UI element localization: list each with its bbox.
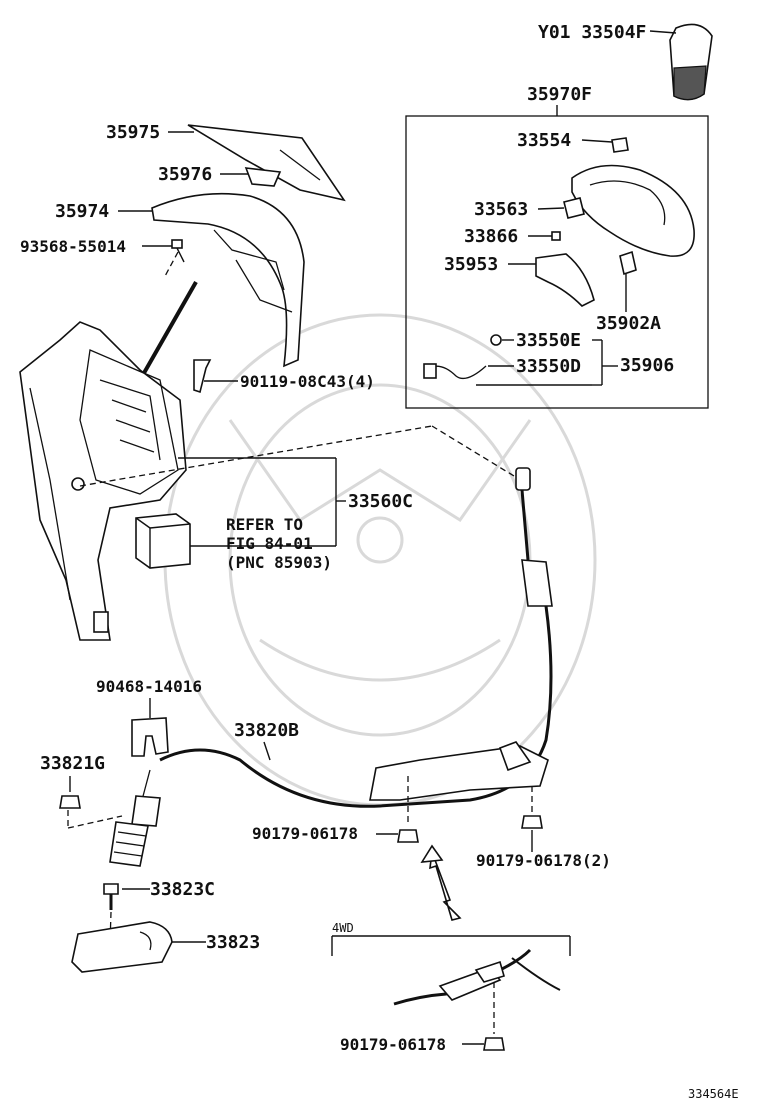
module-part xyxy=(135,513,191,569)
knob-assembly-parts xyxy=(423,137,695,380)
label-refer-fig: FIG 84-01 xyxy=(226,534,313,553)
label-33823: 33823 xyxy=(206,932,260,953)
label-90179-06178-c: 90179-06178 xyxy=(340,1035,446,1054)
assembly-box-35970f xyxy=(405,115,709,409)
label-33560c: 33560C xyxy=(348,491,413,512)
label-33821g: 33821G xyxy=(40,753,105,774)
shift-lever-housing xyxy=(19,281,198,641)
label-90468-14016: 90468-14016 xyxy=(96,677,202,696)
label-90119-08c43: 90119-08C43(4) xyxy=(240,372,375,391)
label-33563: 33563 xyxy=(474,199,528,220)
4wd-cable-part xyxy=(393,948,561,1006)
figure-id: 334564E xyxy=(688,1087,739,1101)
label-33820b: 33820B xyxy=(234,720,299,741)
label-35906: 35906 xyxy=(620,355,674,376)
label-35974: 35974 xyxy=(55,201,109,222)
label-33554: 33554 xyxy=(517,130,571,151)
console-trim-parts xyxy=(151,124,346,368)
label-93568-55014: 93568-55014 xyxy=(20,237,126,256)
label-35970f: 35970F xyxy=(527,84,592,105)
label-33823c: 33823C xyxy=(150,879,215,900)
label-90179-06178-2: 90179-06178(2) xyxy=(476,851,611,870)
label-35953: 35953 xyxy=(444,254,498,275)
label-33504f: Y01 33504F xyxy=(538,22,646,43)
label-33550e: 33550E xyxy=(516,330,581,351)
arrow-up-icon xyxy=(420,844,462,921)
shift-cable-part xyxy=(109,467,553,867)
label-refer-pnc: (PNC 85903) xyxy=(226,553,332,572)
label-33866: 33866 xyxy=(464,226,518,247)
shift-knob-part xyxy=(649,23,713,101)
label-4wd: 4WD xyxy=(332,921,354,935)
label-35975: 35975 xyxy=(106,122,160,143)
label-35902a: 35902A xyxy=(596,313,661,334)
label-refer-to: REFER TO xyxy=(226,515,303,534)
label-35976: 35976 xyxy=(158,164,212,185)
label-90179-06178-a: 90179-06178 xyxy=(252,824,358,843)
label-33550d: 33550D xyxy=(516,356,581,377)
